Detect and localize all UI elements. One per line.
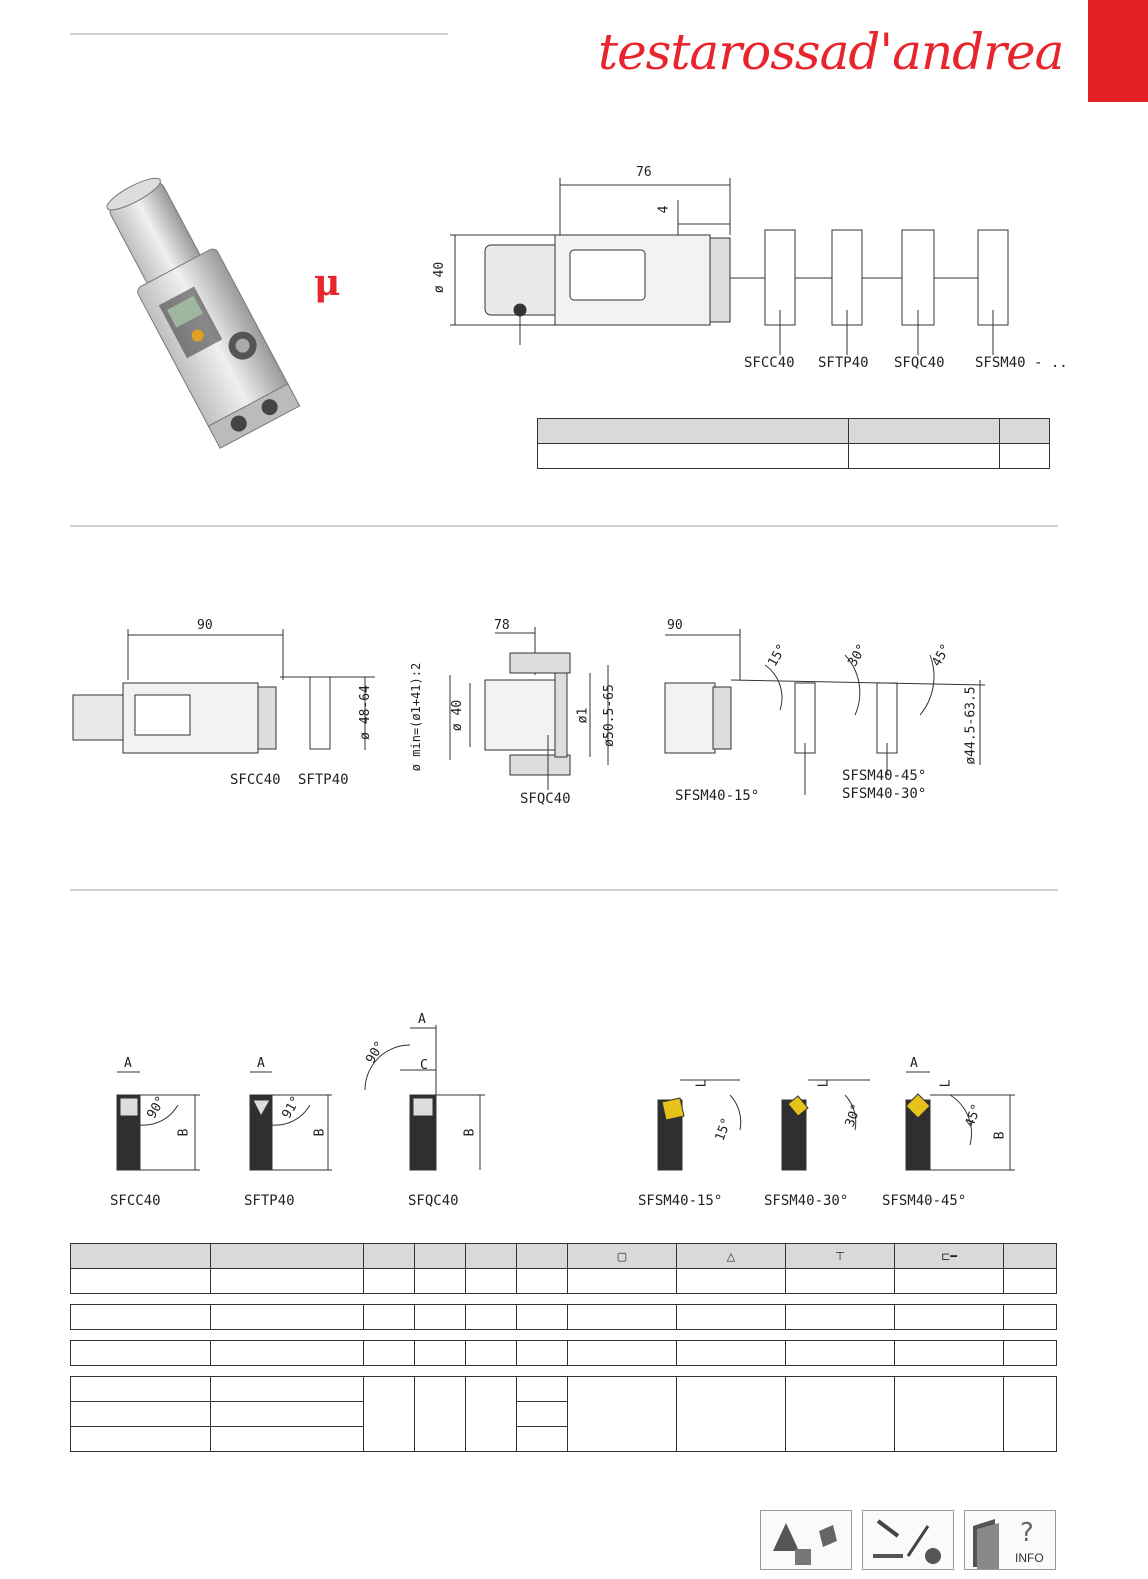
sfcc40-b-label: B — [176, 1128, 192, 1137]
mid-right-label-15: SFSM40-15° — [675, 788, 760, 804]
mid-left-dim-length: 90 — [197, 618, 213, 633]
top-tool-label-1: SFCC40 — [744, 355, 795, 371]
middle-drawing-right — [664, 629, 986, 795]
sfsm40-45-b-label: B — [992, 1131, 1008, 1140]
sfsm40-15-l-label: L — [694, 1079, 710, 1088]
section-rule-1 — [70, 525, 1058, 527]
sfsm40-45-a-label: A — [910, 1056, 918, 1071]
mid-right-dim-range: ø44.5-63.5 — [963, 686, 979, 765]
sfsm40-45-label: SFSM40-45° — [882, 1193, 967, 1209]
sftp40-a-label: A — [257, 1056, 265, 1071]
sfcc40-a-label: A — [124, 1056, 132, 1071]
top-dim-offset: 4 — [656, 205, 672, 214]
mid-center-dim-diameter: ø 40 — [450, 699, 466, 732]
section-tab — [1088, 0, 1148, 102]
sfsm40-45-l-label: L — [938, 1079, 954, 1088]
svg-text:?: ? — [1020, 1518, 1034, 1548]
info-label: INFO — [1015, 1551, 1044, 1565]
sftp40-label: SFTP40 — [244, 1193, 295, 1209]
top-tool-label-4: SFSM40 - .. — [975, 355, 1068, 371]
sftp40-b-label: B — [312, 1128, 328, 1137]
inserts-box-icon[interactable] — [760, 1510, 852, 1570]
key-icon: ⊏━ — [941, 1250, 957, 1263]
top-spec-table — [537, 418, 1050, 469]
mid-center-dim-d1: ø1 — [575, 707, 591, 724]
brand-logo: testarossad'andrea — [598, 23, 1064, 81]
sfcc40-label: SFCC40 — [110, 1193, 161, 1209]
mid-left-dim-range: ø 48-64 — [357, 685, 373, 740]
sfqc40-b-label: B — [462, 1128, 478, 1137]
section-rule-2 — [70, 889, 1058, 891]
insert-square-icon: ▢ — [616, 1250, 628, 1263]
mid-center-label: SFQC40 — [520, 791, 571, 807]
micro-symbol: μ — [314, 262, 341, 304]
bottom-spec-table: ▢ △ ⊤ ⊏━ — [70, 1243, 1057, 1452]
tools-box-icon[interactable] — [862, 1510, 954, 1570]
sfsm40-30-l-label: L — [816, 1079, 832, 1088]
header-rule — [70, 33, 448, 35]
sfqc40-c-label: C — [420, 1058, 428, 1073]
sfsm40-15-label: SFSM40-15° — [638, 1193, 723, 1209]
insert-triangle-icon: △ — [726, 1250, 736, 1263]
mid-left-label-2: SFTP40 — [298, 772, 349, 788]
mid-right-dim-length: 90 — [667, 618, 683, 633]
mid-right-label-30: SFSM40-30° — [842, 786, 927, 802]
mid-center-dim-range: ø50.5-65 — [601, 684, 617, 747]
sfqc40-a-label: A — [418, 1012, 426, 1027]
top-tool-label-2: SFTP40 — [818, 355, 869, 371]
middle-drawing-left — [72, 629, 375, 754]
top-technical-drawing — [450, 178, 1009, 355]
top-tool-label-3: SFQC40 — [894, 355, 945, 371]
sfqc40-label: SFQC40 — [408, 1193, 459, 1209]
mid-right-label-45: SFSM40-45° — [842, 768, 927, 784]
bottom-tool-drawings — [116, 1025, 1015, 1171]
info-box-icon[interactable]: ? INFO — [964, 1510, 1056, 1570]
product-photo — [106, 177, 301, 449]
sfsm40-30-label: SFSM40-30° — [764, 1193, 849, 1209]
top-dim-length: 76 — [636, 165, 652, 180]
mid-center-dim-min: ø min=(ø1+41):2 — [409, 662, 424, 772]
mid-center-dim-length: 78 — [494, 618, 510, 633]
mid-left-label-1: SFCC40 — [230, 772, 281, 788]
middle-drawing-center — [449, 627, 609, 790]
top-dim-diameter: ø 40 — [432, 261, 448, 294]
screw-icon: ⊤ — [835, 1250, 845, 1263]
